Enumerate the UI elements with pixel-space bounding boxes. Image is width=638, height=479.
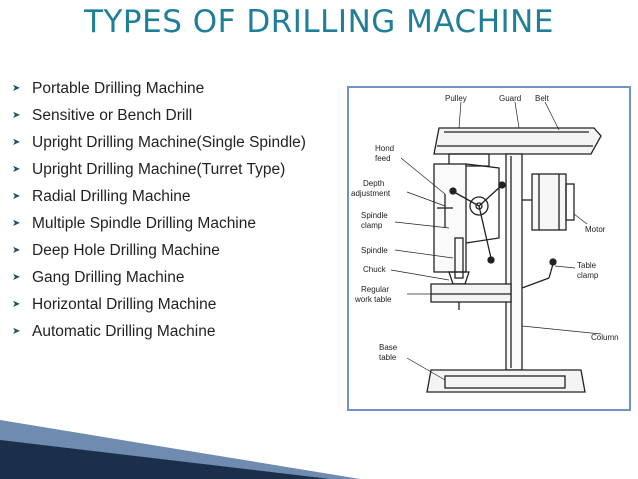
label-spindle-clamp-line1: Spindle — [361, 211, 388, 220]
list-item-text: Deep Hole Drilling Machine — [32, 242, 220, 259]
drilling-machine-diagram: Pulley Guard Belt Hond feed Depth adjust… — [347, 86, 631, 411]
label-hand-feed-line2: feed — [375, 154, 391, 163]
list-item: ➤ Horizontal Drilling Machine — [12, 294, 330, 316]
drilling-machine-drawing: Pulley Guard Belt Hond feed Depth adjust… — [351, 94, 619, 393]
arrow-bullet-icon: ➤ — [12, 110, 21, 121]
list-item: ➤ Upright Drilling Machine(Single Spindle… — [12, 132, 330, 154]
arrow-bullet-icon: ➤ — [12, 245, 21, 256]
arrow-bullet-icon: ➤ — [12, 299, 21, 310]
list-item-text: Gang Drilling Machine — [32, 269, 185, 286]
list-item: ➤ Multiple Spindle Drilling Machine — [12, 213, 330, 235]
label-regular-line1: Regular — [361, 285, 389, 294]
motor-shape — [531, 173, 567, 231]
label-depth-line1: Depth — [363, 179, 384, 188]
list-item: ➤ Radial Drilling Machine — [12, 186, 330, 208]
label-spindle-clamp-line2: clamp — [361, 221, 383, 230]
slide-title: TYPES OF DRILLING MACHINE — [84, 4, 554, 40]
arrow-bullet-icon: ➤ — [12, 83, 21, 94]
list-item-text: Multiple Spindle Drilling Machine — [32, 215, 256, 232]
arrow-bullet-icon: ➤ — [12, 326, 21, 337]
label-base-line1: Base — [379, 343, 398, 352]
label-chuck: Chuck — [363, 265, 387, 274]
list-item-text: Horizontal Drilling Machine — [32, 296, 217, 313]
belt-guard-shape — [433, 127, 602, 155]
drill-head-shape — [433, 163, 467, 273]
label-guard: Guard — [499, 94, 521, 103]
list-item-text: Upright Drilling Machine(Single Spindle) — [32, 134, 306, 151]
arrow-bullet-icon: ➤ — [12, 218, 21, 229]
label-spindle: Spindle — [361, 246, 388, 255]
work-table-shape — [430, 283, 512, 303]
label-base-line2: table — [379, 353, 397, 362]
arrow-bullet-icon: ➤ — [12, 164, 21, 175]
label-regular-line2: work table — [354, 295, 392, 304]
list-item-text: Upright Drilling Machine(Turret Type) — [32, 161, 286, 178]
arrow-bullet-icon: ➤ — [12, 137, 21, 148]
swoosh-dark-shape — [0, 440, 330, 479]
list-item: ➤ Automatic Drilling Machine — [12, 321, 330, 343]
label-depth-line2: adjustment — [351, 189, 391, 198]
label-table-clamp-line2: clamp — [577, 271, 599, 280]
list-item-text: Sensitive or Bench Drill — [32, 107, 193, 124]
arrow-bullet-icon: ➤ — [12, 272, 21, 283]
list-item: ➤ Sensitive or Bench Drill — [12, 105, 330, 127]
column-shape — [505, 153, 523, 371]
list-item-text: Radial Drilling Machine — [32, 188, 191, 205]
label-table-clamp-line1: Table — [577, 261, 597, 270]
label-pulley: Pulley — [445, 94, 467, 103]
list-item: ➤ Portable Drilling Machine — [12, 78, 330, 100]
bullet-list: ➤ Portable Drilling Machine ➤ Sensitive or… — [12, 78, 330, 348]
label-belt: Belt — [535, 94, 550, 103]
arrow-bullet-icon: ➤ — [12, 191, 21, 202]
base-shape — [426, 369, 586, 393]
list-item: ➤ Gang Drilling Machine — [12, 267, 330, 289]
list-item-text: Portable Drilling Machine — [32, 80, 205, 97]
list-item: ➤ Deep Hole Drilling Machine — [12, 240, 330, 262]
list-item-text: Automatic Drilling Machine — [32, 323, 216, 340]
swoosh-light-shape — [0, 420, 360, 479]
label-hand-feed-line1: Hond — [375, 144, 394, 153]
label-motor: Motor — [585, 225, 606, 234]
list-item: ➤ Upright Drilling Machine(Turret Type) — [12, 159, 330, 181]
label-column: Column — [591, 333, 619, 342]
